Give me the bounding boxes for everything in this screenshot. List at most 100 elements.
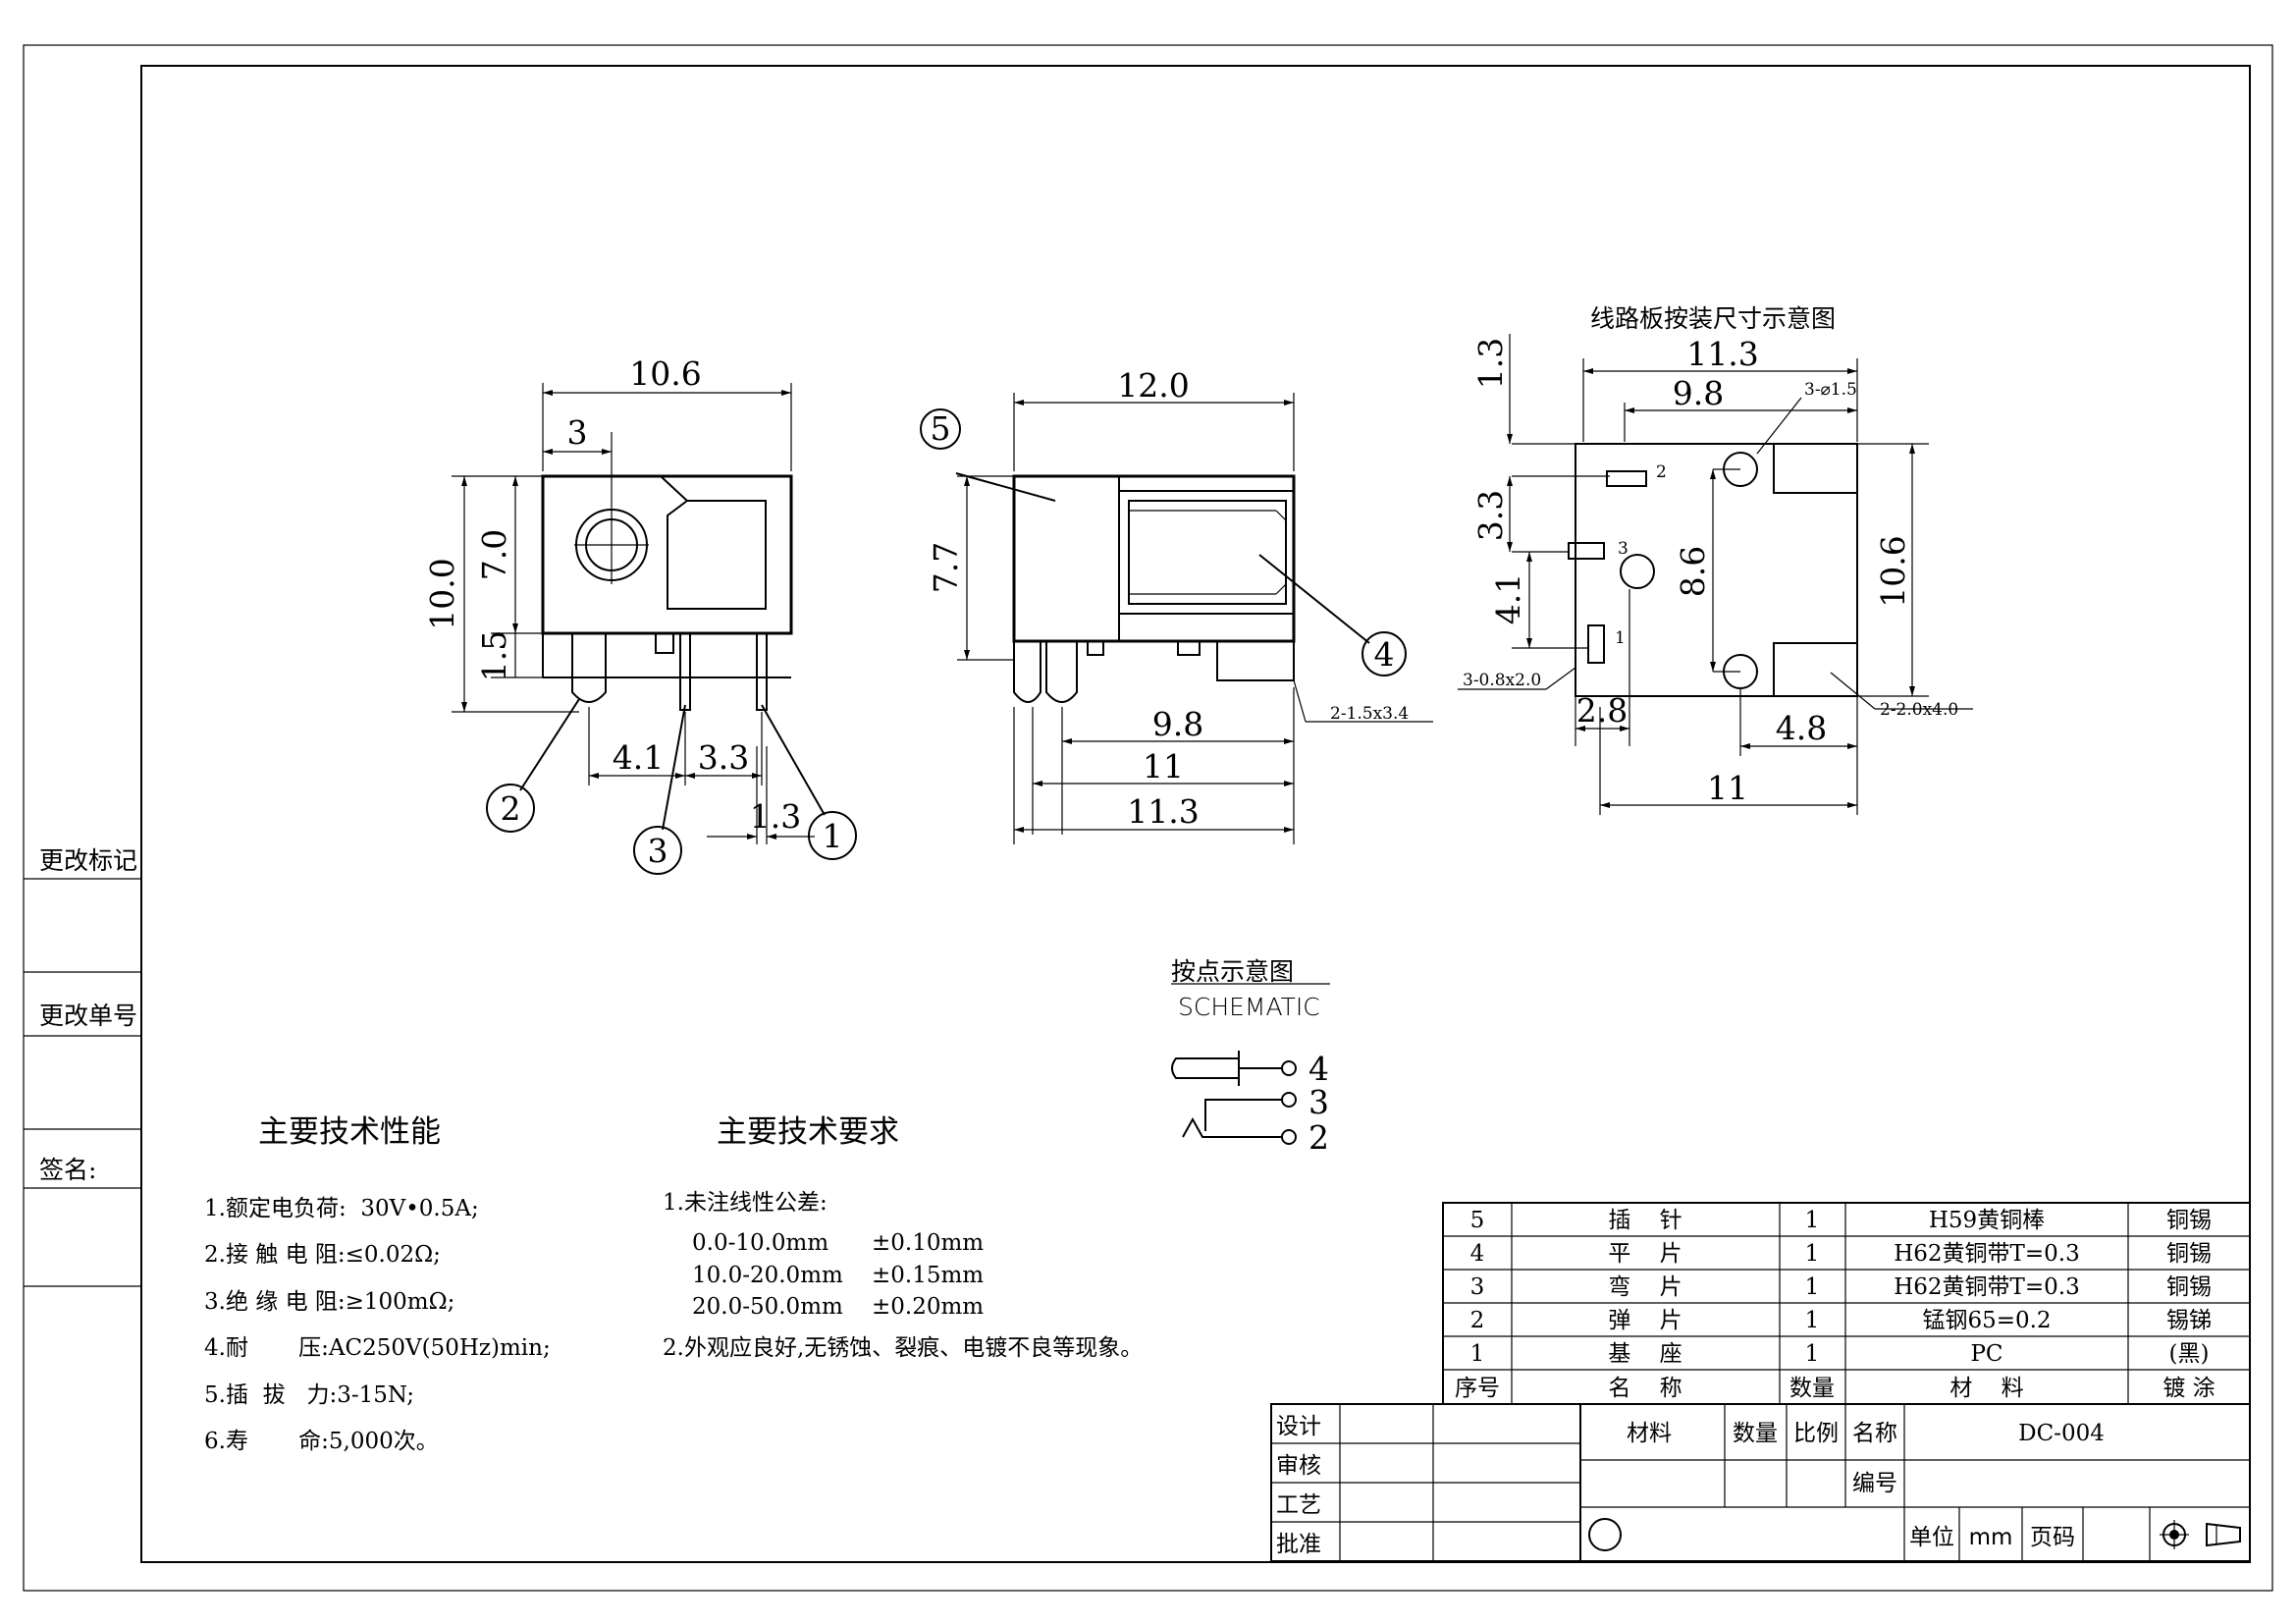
tol-value-2: ±0.15mm	[872, 1263, 984, 1288]
title-block: 设计 审核 工艺 批准 材料 数量 比例 名称 DC-004 编号 单位 mm …	[1270, 1403, 2251, 1562]
schematic-pin-2: 2	[1308, 1118, 1329, 1157]
bom-header-no: 序号	[1455, 1376, 1500, 1401]
bom-row-4-qty: 1	[1805, 1241, 1820, 1267]
dim-pcb-3-3: 3.3	[1471, 490, 1510, 541]
tb-name-value: DC-004	[2018, 1421, 2105, 1446]
bom-header-plating: 镀 涂	[2163, 1376, 2215, 1401]
dim-3: 3	[567, 413, 588, 452]
dim-pcb-8-6: 8.6	[1674, 546, 1712, 597]
dim-pcb-2-8: 2.8	[1576, 691, 1628, 730]
tol-value-3: ±0.20mm	[872, 1294, 984, 1320]
bom-row-2-name: 弹 片	[1608, 1308, 1682, 1333]
schematic-pin-3: 3	[1308, 1083, 1329, 1121]
dim-3-3: 3.3	[698, 738, 749, 777]
bom-row-4-name: 平 片	[1608, 1241, 1682, 1267]
bom-table: 5 插 针 1 H59黄铜棒 铜锡 4 平 片 1 H62黄铜带T=0.3 铜锡…	[1442, 1202, 2251, 1405]
bom-row-1-material: PC	[1970, 1341, 2002, 1367]
tb-page-label: 页码	[2030, 1525, 2075, 1550]
tb-scale: 比例	[1793, 1421, 1839, 1446]
bom-row-1-name: 基 座	[1608, 1341, 1682, 1367]
projection-symbol-icon	[2160, 1520, 2241, 1549]
pin-label-2: 2	[1656, 462, 1667, 482]
callout-5: 5	[931, 409, 951, 448]
requirements-title: 主要技术要求	[717, 1114, 899, 1150]
bom-row-2-material: 锰钢65=0.2	[1922, 1308, 2051, 1333]
bom-row-3-qty: 1	[1805, 1274, 1820, 1300]
bom-row-5-qty: 1	[1805, 1208, 1820, 1233]
performance-item-3: 3.绝 缘 电 阻:≥100mΩ;	[204, 1289, 454, 1315]
dim-10-0: 10.0	[423, 558, 461, 629]
title-block-circle	[1588, 1518, 1622, 1551]
tb-code-label: 编号	[1852, 1471, 1897, 1496]
tb-material: 材料	[1627, 1421, 1672, 1446]
performance-item-1: 1.额定电负荷: 30V•0.5A;	[204, 1196, 479, 1221]
bom-row-3-no: 3	[1470, 1274, 1485, 1300]
callout-4: 4	[1374, 635, 1395, 674]
dim-1-5: 1.5	[475, 630, 513, 681]
bom-row-1-qty: 1	[1805, 1341, 1820, 1367]
tol-range-3: 20.0-50.0mm	[692, 1294, 843, 1320]
pin-label-3: 3	[1618, 539, 1629, 559]
bom-row-5-no: 5	[1470, 1208, 1485, 1233]
pcb-title: 线路板按装尺寸示意图	[1590, 304, 1836, 333]
performance-title: 主要技术性能	[258, 1114, 441, 1150]
performance-item-5: 5.插 拔 力:3-15N;	[204, 1382, 414, 1408]
callout-2: 2	[501, 789, 521, 828]
performance-item-6: 6.寿 命:5,000次。	[204, 1429, 439, 1454]
bom-row-5-name: 插 针	[1608, 1208, 1682, 1233]
outer-border	[23, 44, 2273, 1592]
bom-row-3-plating: 铜锡	[2166, 1274, 2212, 1300]
bom-header-material: 材 料	[1949, 1376, 2023, 1401]
tol-range-1: 0.0-10.0mm	[692, 1230, 828, 1256]
dim-pcb-9-8: 9.8	[1673, 374, 1724, 412]
dim-pcb-11: 11	[1707, 769, 1748, 807]
side-view: 12.0 7.7 9.8 11 11.3 2-1.5x3.4 5 4	[920, 366, 1433, 844]
change-number-label: 更改单号	[39, 1001, 137, 1030]
bom-row-4-no: 4	[1470, 1241, 1485, 1267]
change-mark-label: 更改标记	[39, 846, 137, 875]
requirements-item-1: 1.未注线性公差:	[663, 1190, 828, 1216]
requirements-item-2: 2.外观应良好,无锈蚀、裂痕、电镀不良等现象。	[663, 1335, 1143, 1361]
callout-1: 1	[823, 817, 843, 855]
dim-11-3: 11.3	[1127, 792, 1199, 831]
dim-7-7: 7.7	[927, 542, 965, 593]
dim-7-0: 7.0	[475, 529, 513, 580]
dim-12-0: 12.0	[1117, 366, 1189, 405]
bom-row-4-material: H62黄铜带T=0.3	[1894, 1241, 2080, 1267]
tol-value-1: ±0.10mm	[872, 1230, 984, 1256]
slot-spec-pcb: 3-0.8x2.0	[1463, 671, 1541, 690]
schematic-title-cn: 按点示意图	[1171, 957, 1294, 986]
front-view: 10.6 3 10.0 7.0 1.5 4.1 3.3 1.3 2 3	[423, 354, 857, 875]
dim-1-3: 1.3	[750, 797, 801, 836]
bom-header-name: 名 称	[1608, 1376, 1682, 1401]
tb-approve: 批准	[1276, 1532, 1321, 1557]
dim-pcb-4-1: 4.1	[1489, 573, 1527, 624]
slot-spec: 2-1.5x3.4	[1330, 704, 1409, 724]
tb-design: 设计	[1276, 1414, 1321, 1439]
performance-item-2: 2.接 触 电 阻:≤0.02Ω;	[204, 1242, 441, 1268]
performance-item-4: 4.耐 压:AC250V(50Hz)min;	[204, 1335, 551, 1361]
tb-review: 审核	[1276, 1453, 1321, 1479]
bom-row-3-material: H62黄铜带T=0.3	[1894, 1274, 2080, 1300]
dim-11: 11	[1143, 747, 1184, 785]
bom-row-2-no: 2	[1470, 1308, 1485, 1333]
tb-name-label: 名称	[1852, 1421, 1897, 1446]
schematic-pin-4: 4	[1308, 1050, 1329, 1088]
dim-pcb-4-8: 4.8	[1776, 709, 1827, 747]
bom-header-qty: 数量	[1789, 1376, 1835, 1401]
bom-row-5-material: H59黄铜棒	[1929, 1208, 2045, 1233]
tb-unit-label: 单位	[1909, 1525, 1954, 1550]
pcb-layout: 线路板按装尺寸示意图 2 3 1 11.3 9.8 3-⌀1.5 1.3 3.3…	[1458, 304, 1973, 815]
tb-unit-value: mm	[1969, 1525, 2013, 1550]
tb-quantity: 数量	[1733, 1421, 1778, 1446]
bom-row-2-plating: 锡锑	[2166, 1308, 2212, 1333]
dim-pcb-1-3: 1.3	[1471, 338, 1510, 389]
left-sidebar: 更改标记 更改单号 签名:	[24, 846, 141, 1287]
dim-10-6: 10.6	[629, 354, 701, 393]
inner-border	[140, 65, 2251, 1563]
dim-pcb-11-3: 11.3	[1686, 335, 1758, 373]
schematic-title-en: SCHEMATIC	[1178, 993, 1320, 1021]
performance-section: 主要技术性能 1.额定电负荷: 30V•0.5A; 2.接 触 电 阻:≤0.0…	[204, 1114, 551, 1454]
bom-row-5-plating: 铜锡	[2166, 1208, 2212, 1233]
